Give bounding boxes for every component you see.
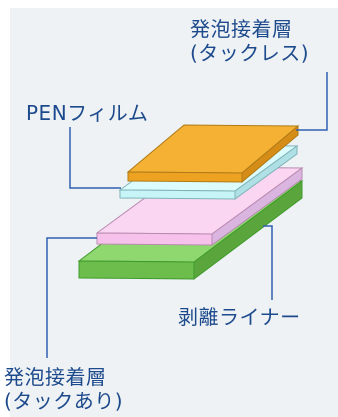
label-foam-tacky-line1: 発泡接着層 (4, 365, 107, 389)
label-pen-film: PENフィルム (26, 101, 149, 125)
leader-line-tackless (296, 72, 328, 131)
leader-line-tacky (46, 237, 97, 358)
label-release-liner: 剥離ライナー (178, 305, 301, 329)
tackless-foam-layer (126, 124, 300, 184)
leader-line-pen (69, 127, 121, 189)
label-foam-tackless: 発泡接着層 (タックレス) (190, 17, 309, 65)
label-foam-tacky-line2: (タックあり) (4, 389, 124, 413)
label-foam-tackless-line1: 発泡接着層 (190, 17, 293, 41)
leader-line-liner (263, 225, 273, 300)
label-foam-tackless-line2: (タックレス) (190, 41, 310, 65)
label-foam-tacky: 発泡接着層 (タックあり) (4, 365, 123, 413)
leader-lines (46, 72, 328, 358)
